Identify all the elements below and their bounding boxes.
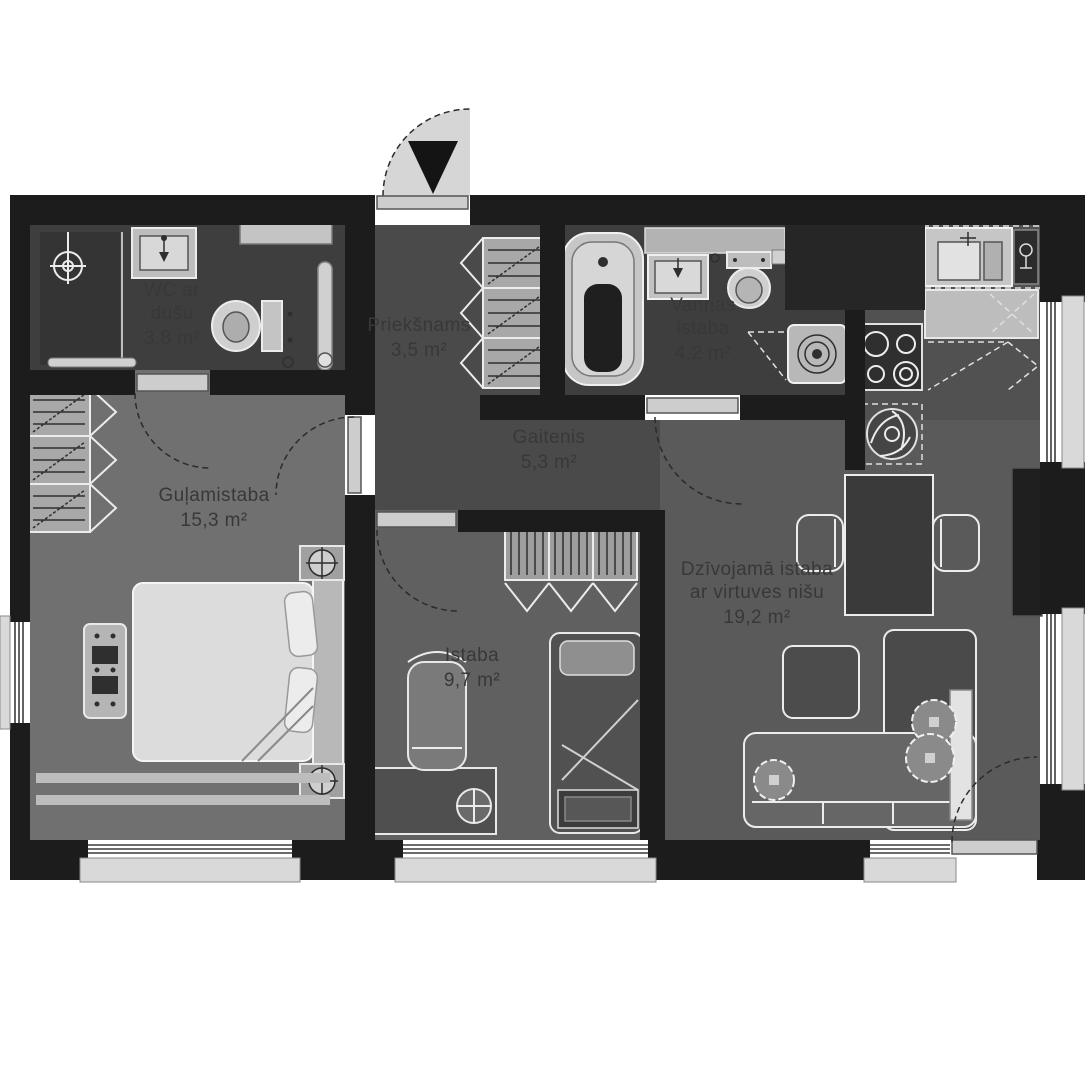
- washing-machine: [747, 324, 847, 384]
- bedroom-door: [275, 416, 362, 496]
- bedroom-left-window: [0, 615, 28, 730]
- bedroom-rug-bar: [36, 773, 330, 783]
- room-area: 4,2 m²: [674, 343, 732, 365]
- room-label-corridor: Gaitenis 5,3 m²: [484, 426, 614, 474]
- room-name: Gaitenis: [512, 426, 586, 448]
- double-bed: [132, 576, 344, 768]
- room-label-bathroom: Vannas istaba 4,2 m²: [658, 294, 748, 366]
- room-name: Istaba: [444, 644, 500, 666]
- bathroom-door: [646, 397, 743, 505]
- bedroom-furniture: [27, 387, 345, 805]
- coffee-table: [782, 645, 860, 719]
- bath-sink: [647, 253, 720, 300]
- wc-door: [134, 373, 211, 469]
- single-bed: [549, 632, 644, 834]
- room-label-room: Istaba 9,7 m²: [417, 644, 527, 692]
- towel-radiator: [317, 261, 333, 371]
- kitchen-counter: [924, 289, 1039, 339]
- room-name: Guļamistaba: [158, 484, 270, 506]
- doors: [134, 108, 1038, 855]
- living-bottom-window: [863, 842, 957, 883]
- room-area: 3,5 m²: [390, 340, 448, 361]
- balcony-door: [951, 756, 1038, 855]
- bath-counter: [644, 227, 786, 254]
- living-room-furniture: [743, 467, 1043, 831]
- room-name: WC ar dušu: [144, 280, 200, 325]
- entrance-arrow: [408, 141, 458, 194]
- dining-chair-left: [796, 514, 844, 572]
- wc-toilet: [211, 300, 294, 368]
- stove: [857, 323, 923, 391]
- room-name: Dzīvojamā istaba ar virtuves nišu: [680, 559, 834, 604]
- room-label-living: Dzīvojamā istaba ar virtuves nišu 19,2 m…: [670, 558, 845, 630]
- hall-wardrobe: [459, 237, 549, 389]
- dining-table: [844, 474, 934, 616]
- entrance-door: [376, 108, 471, 210]
- room-label-hall: Priekšnams 3,5 m²: [349, 314, 489, 362]
- plant: [905, 733, 955, 783]
- windows: [0, 295, 1085, 883]
- room-area: 9,7 m²: [443, 670, 501, 691]
- dresser: [83, 623, 127, 719]
- desk-lamp: [456, 788, 492, 824]
- kitchen-fixtures: [857, 225, 1042, 465]
- room-area: 5,3 m²: [520, 452, 578, 473]
- room-label-wc: WC ar dušu 3,8 m²: [125, 279, 220, 351]
- wc-room-fixtures: [40, 199, 333, 371]
- shower: [40, 232, 123, 365]
- room-name: Priekšnams: [367, 314, 471, 336]
- room-label-bedroom: Guļamistaba 15,3 m²: [109, 484, 319, 532]
- kitchen-right-window: [1044, 295, 1085, 469]
- wc-sink: [131, 227, 197, 279]
- living-right-window: [1044, 607, 1085, 791]
- plant: [753, 759, 795, 801]
- bath-toilet: [726, 251, 772, 309]
- kitchen-sink: [924, 227, 1013, 287]
- nightstand-lamp-top: [299, 545, 345, 581]
- room-area: 3,8 m²: [143, 328, 201, 350]
- corner-cabinet-dashed: [927, 341, 1040, 391]
- towel-rail: [47, 357, 137, 368]
- walls: [10, 195, 1085, 880]
- room-wardrobe: [504, 522, 638, 613]
- room-area: 19,2 m²: [723, 607, 791, 629]
- room-area: 15,3 m²: [180, 510, 248, 531]
- kitchen-appliance: [1013, 229, 1039, 285]
- tall-cabinet: [1011, 467, 1043, 617]
- room-name: Vannas istaba: [670, 295, 736, 340]
- bathtub: [562, 232, 644, 386]
- room-bottom-window: [394, 842, 657, 883]
- bathroom-fixtures: [562, 227, 847, 386]
- dining-chair-right: [932, 514, 980, 572]
- desk-chair: [407, 651, 467, 771]
- room-door: [376, 511, 459, 612]
- bedroom-bottom-window: [79, 842, 301, 883]
- bedroom-wardrobe: [27, 387, 118, 533]
- bedroom-rug-bar: [36, 795, 330, 805]
